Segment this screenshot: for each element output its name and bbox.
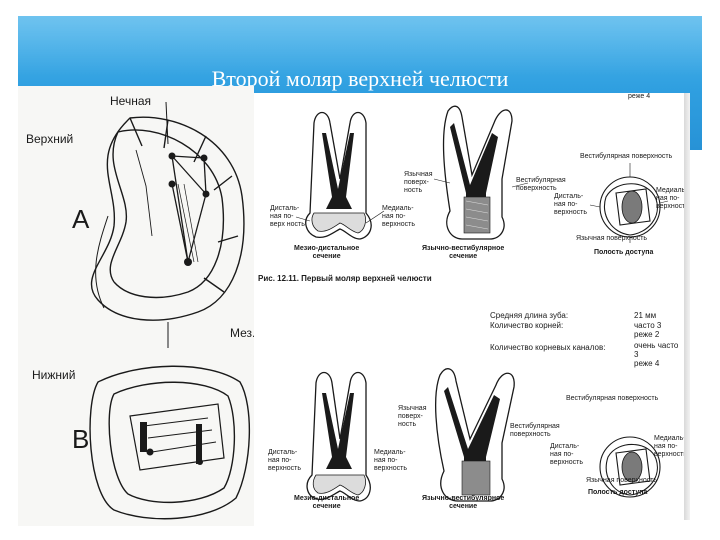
slide-title: Второй моляр верхней челюсти xyxy=(211,66,509,91)
top-mesial-left: Медиаль- ная по- верхность xyxy=(382,205,415,228)
diagram-scan: реже 4 xyxy=(254,93,684,520)
tooth-sections-top xyxy=(295,105,669,243)
upper-label: Верхний xyxy=(26,132,74,146)
bottom-access-cavity: Полость доступа xyxy=(588,489,648,496)
letter-b: В xyxy=(72,424,90,454)
top-mesial-right: Медиаль- ная по- верхность xyxy=(656,187,684,210)
top-vestibular-inner: Вестибулярная поверхность xyxy=(516,177,566,192)
top-vestibular-surface: Вестибулярная поверхность xyxy=(580,153,673,160)
header-gloss xyxy=(18,16,702,76)
bottom-distal-left: Дисталь- ная по- верхность xyxy=(268,449,301,472)
bottom-distal-right: Дисталь- ная по- верхность xyxy=(550,443,583,466)
stat-avg-length-label: Средняя длина зуба: xyxy=(490,311,569,320)
top-section-lv: Язычно-вестибулярное сечение xyxy=(422,245,505,260)
tooth-sections-bottom xyxy=(306,368,661,502)
stat-roots-label: Количество корней: xyxy=(490,321,564,330)
bottom-section-md: Мезио-дистальное сечение xyxy=(294,495,360,510)
letter-a: А xyxy=(72,204,90,234)
palatal-label: Нечная xyxy=(110,94,151,108)
figure-caption: Рис. 12.11. Первый моляр верхней челюсти xyxy=(258,274,432,283)
left-scan-panel: Нечная Верхний А Мез. Нижний В xyxy=(18,86,256,526)
top-distal-left: Дисталь- ная по- верх ность xyxy=(270,205,305,228)
occlusal-view-upper xyxy=(89,101,251,520)
bottom-lingual-right: Язычная поверхность xyxy=(586,477,658,484)
top-distal-right: Дисталь- ная по- верхность xyxy=(554,193,587,216)
bottom-vestibular-inner: Вестибулярная поверхность xyxy=(510,423,560,438)
stat-roots-value: часто 3 реже 2 xyxy=(634,321,662,339)
lower-label: Нижний xyxy=(32,368,76,382)
bottom-lingual-surface-left: Язычная поверх- ность xyxy=(398,405,427,428)
mesial-abbrev-label: Мез. xyxy=(230,326,256,340)
bottom-section-lv: Язычно-вестибулярное сечение xyxy=(422,495,505,510)
stat-canals-value: очень часто 3 реже 4 xyxy=(634,341,679,368)
top-access-cavity: Полость доступа xyxy=(594,249,654,256)
bottom-mesial-right: Медиаль- ная по- верхность xyxy=(654,435,684,458)
top-section-md: Мезио-дистальное сечение xyxy=(294,245,360,260)
stat-canals-label: Количество корневых каналов: xyxy=(490,343,606,352)
top-lingual-surface-left: Язычная поверх- ность xyxy=(404,171,433,194)
bottom-vestibular-surface: Вестибулярная поверхность xyxy=(566,395,659,402)
page-ref: реже 4 xyxy=(628,93,651,100)
top-lingual-right: Язычная поверхность xyxy=(576,235,648,242)
stat-avg-length-value: 21 мм xyxy=(634,311,657,320)
bottom-mesial-left: Медиаль- ная по- верхность xyxy=(374,449,407,472)
scan-page-edge xyxy=(684,93,690,520)
